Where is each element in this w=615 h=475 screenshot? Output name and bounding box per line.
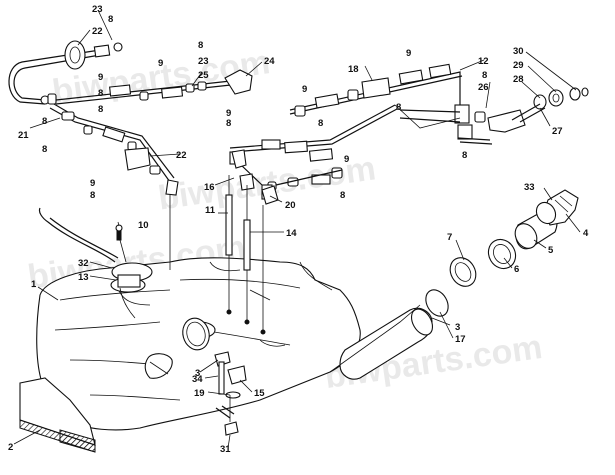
callout-7: 7 [447,232,452,243]
callout-29: 29 [513,60,524,71]
fuel-sender [38,207,153,319]
callout-34: 34 [192,374,203,385]
callout-12: 12 [478,56,489,67]
callout-8: 8 [462,150,467,161]
callout-23: 23 [92,4,103,15]
callout-8: 8 [396,102,401,113]
callout-21: 21 [18,130,29,141]
callout-19: 19 [194,388,205,399]
callout-25: 25 [198,70,209,81]
callout-8: 8 [108,14,113,25]
leader-lines [13,9,581,449]
callout-18: 18 [348,64,359,75]
callout-27: 27 [552,126,563,137]
callout-15: 15 [254,388,265,399]
callout-3: 3 [195,368,200,379]
callout-9: 9 [90,178,95,189]
callout-8: 8 [226,118,231,129]
callout-30: 30 [513,46,524,57]
callout-4: 4 [583,228,589,239]
callout-8: 8 [98,88,103,99]
callout-26: 26 [478,82,489,93]
callout-11: 11 [205,205,216,216]
skid-plate [19,377,96,453]
callout-33: 33 [524,182,535,193]
callout-9: 9 [302,84,307,95]
callout-9: 9 [226,108,231,119]
filler-hose [182,289,449,380]
callout-8: 8 [318,118,323,129]
callout-16: 16 [204,182,215,193]
callout-32: 32 [78,258,89,269]
callout-9: 9 [158,58,163,69]
callout-3: 3 [455,322,460,333]
callout-23: 23 [198,56,209,67]
vent-tubes [169,175,266,335]
mounting-hardware [214,351,247,436]
vent-hose-system [8,40,589,205]
callout-8: 8 [98,104,103,115]
callout-8: 8 [198,40,203,51]
callout-28: 28 [513,74,524,85]
callout-24: 24 [264,56,275,67]
callout-22: 22 [176,150,187,161]
callout-6: 6 [514,264,519,275]
filler-neck-assembly [449,189,579,287]
callout-20: 20 [285,200,296,211]
callout-10: 10 [138,220,149,231]
callout-9: 9 [344,154,349,165]
callout-22: 22 [92,26,103,37]
callout-8: 8 [42,116,47,127]
callout-8: 8 [482,70,487,81]
callout-17: 17 [455,334,466,345]
callout-9: 9 [406,48,411,59]
callout-31: 31 [220,444,231,455]
callout-14: 14 [286,228,297,239]
callout-2: 2 [8,442,13,453]
callout-5: 5 [548,245,554,256]
callout-8: 8 [340,190,345,201]
callout-labels: 1 2 3 3 4 5 6 7 8 8 8 8 8 8 8 8 8 8 8 8 … [8,4,589,455]
callout-9: 9 [98,72,103,83]
callout-1: 1 [31,279,37,290]
callout-8: 8 [42,144,47,155]
callout-8: 8 [90,190,95,201]
callout-13: 13 [78,272,89,283]
